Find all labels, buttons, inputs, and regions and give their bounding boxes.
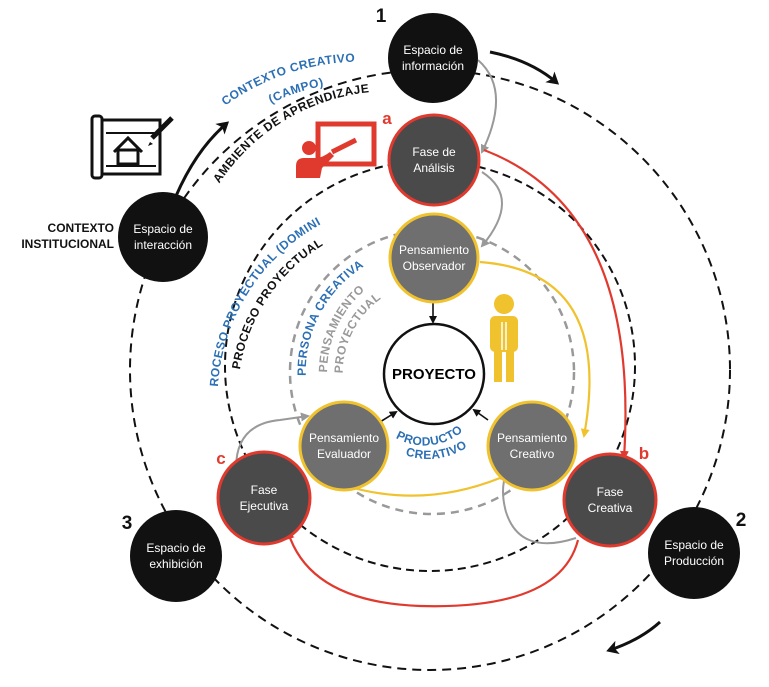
node-label-line: Ejecutiva	[240, 499, 289, 513]
node-label-line: Observador	[403, 259, 466, 273]
proyecto-label: PROYECTO	[392, 366, 476, 383]
node-label-line: Espacio de	[664, 538, 724, 552]
node-proyecto: PROYECTO	[382, 322, 486, 426]
arrow-evaluador-to-proyecto	[379, 410, 398, 423]
arrow-observador-to-creativo	[479, 260, 591, 438]
letter-b: b	[639, 444, 649, 463]
blueprint-house-icon	[90, 114, 174, 180]
node-pensamiento-observador: Pensamiento Observador	[388, 212, 480, 304]
letter-c: c	[216, 449, 225, 468]
arrow-analisis-to-observador	[480, 171, 503, 248]
arrow-creativo-to-proyecto	[472, 408, 489, 421]
rotation-arrow-bottom	[606, 620, 662, 655]
contexto-institucional-line: INSTITUCIONAL	[21, 237, 114, 251]
arrow-info-to-analisis	[477, 59, 498, 154]
number-2: 2	[736, 510, 747, 531]
node-label-line: Análisis	[413, 161, 454, 175]
node-label-line: Pensamiento	[399, 243, 469, 257]
node-label-line: Espacio de	[146, 541, 206, 555]
inner-dashed-ring	[288, 228, 576, 516]
rotation-arrow-left	[174, 121, 230, 197]
node-label-line: Creativa	[588, 501, 633, 515]
node-label-line: Producción	[664, 554, 724, 568]
node-label-line: Evaluador	[317, 447, 371, 461]
node-fase-ejecutiva: Fase Ejecutiva	[216, 450, 312, 546]
node-espacio-produccion: Espacio de Producción	[648, 507, 740, 599]
presenter-board-icon	[296, 121, 377, 178]
node-label-line: Pensamiento	[497, 431, 567, 445]
node-label-line: Fase	[251, 483, 278, 497]
arrow-creativa-to-ejecutiva	[285, 530, 580, 608]
node-label-line: Creativo	[510, 447, 555, 461]
letter-a: a	[382, 109, 392, 128]
number-1: 1	[376, 6, 387, 27]
node-espacio-interaccion: Espacio de interacción	[118, 192, 208, 282]
node-pensamiento-evaluador: Pensamiento Evaluador	[298, 400, 390, 492]
rotation-arrow-top	[489, 50, 560, 85]
node-label-line: interacción	[134, 238, 192, 252]
node-espacio-informacion: Espacio de información	[388, 13, 478, 103]
person-icon	[490, 294, 518, 382]
arrow-creativa-to-creativo	[499, 472, 577, 545]
node-label-line: Fase	[597, 485, 624, 499]
contexto-institucional-line: CONTEXTO	[48, 221, 114, 235]
node-label-line: Fase de	[412, 145, 456, 159]
arrow-analisis-to-creativa	[483, 148, 629, 460]
node-espacio-exhibicion: Espacio de exhibición	[130, 510, 222, 602]
node-label-line: Espacio de	[133, 222, 193, 236]
arrow-creativo-to-evaluador	[338, 476, 501, 497]
number-3: 3	[122, 513, 133, 534]
node-pensamiento-creativo: Pensamiento Creativo	[486, 400, 578, 492]
node-label-line: Espacio de	[403, 43, 463, 57]
node-label-line: información	[402, 59, 464, 73]
node-label-line: Pensamiento	[309, 431, 379, 445]
node-fase-creativa: Fase Creativa	[562, 452, 658, 548]
node-label-line: exhibición	[149, 557, 202, 571]
node-fase-analisis: Fase de Análisis	[387, 113, 481, 207]
arrow-ejecutiva-to-evaluador	[235, 412, 310, 469]
